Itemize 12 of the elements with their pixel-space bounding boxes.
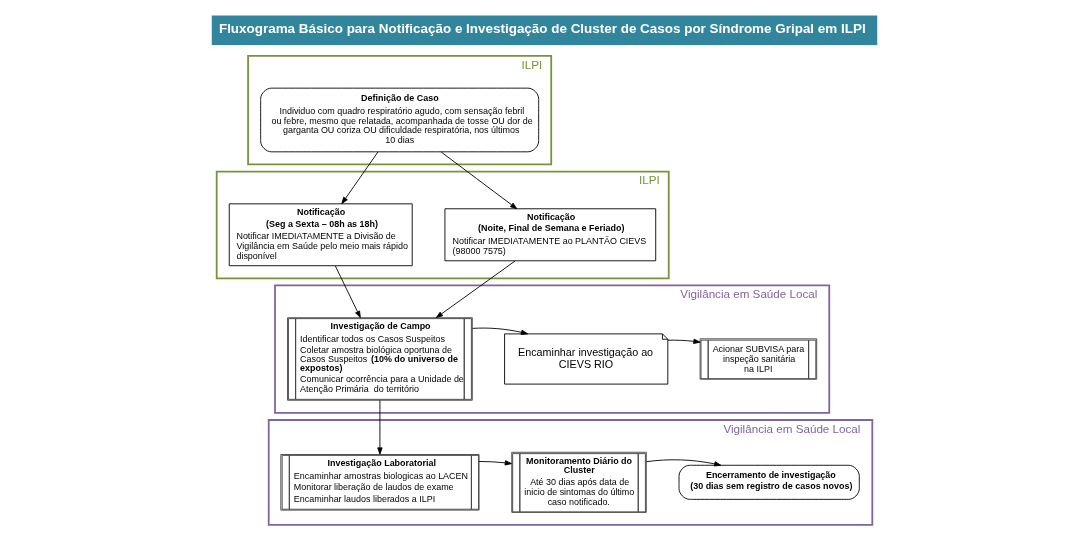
- node-box: Definição de Caso Individuo com quadro respiratório agudo, com sensação febril ou febre, mesmo que relatada, acompanhada de tosse OU dor de garganta OU coriza OU dificuldade respiratória, nos últimos 10 dias: [260, 87, 540, 153]
- arrow: [646, 459, 722, 467]
- diagram-title: Fluxograma Básico para Notificação e Investigação de Cluster de Casos por Síndrome Gripal em ILPI: [218, 20, 866, 36]
- arrow: [472, 327, 529, 335]
- node-box: Encerramento de investigação (30 dias sem registro de casos novos): [678, 464, 860, 500]
- arrow: [435, 260, 516, 319]
- arrow: [334, 265, 361, 318]
- node-box: Notificação (Seg a Sexta – 08h as 18h) Notificar IMEDIATAMENTE a Divisão de Vigilância em Saúde pelo meio mais rápido disponível: [228, 203, 413, 267]
- node-box: Notificação (Noite, Final de Semana e Feriado) Notificar IMEDIATAMENTE ao PLANTÃO CIEVS (98000 7575): [444, 208, 657, 262]
- arrow: [478, 460, 512, 466]
- arrow: [377, 399, 383, 455]
- arrow: [667, 338, 701, 344]
